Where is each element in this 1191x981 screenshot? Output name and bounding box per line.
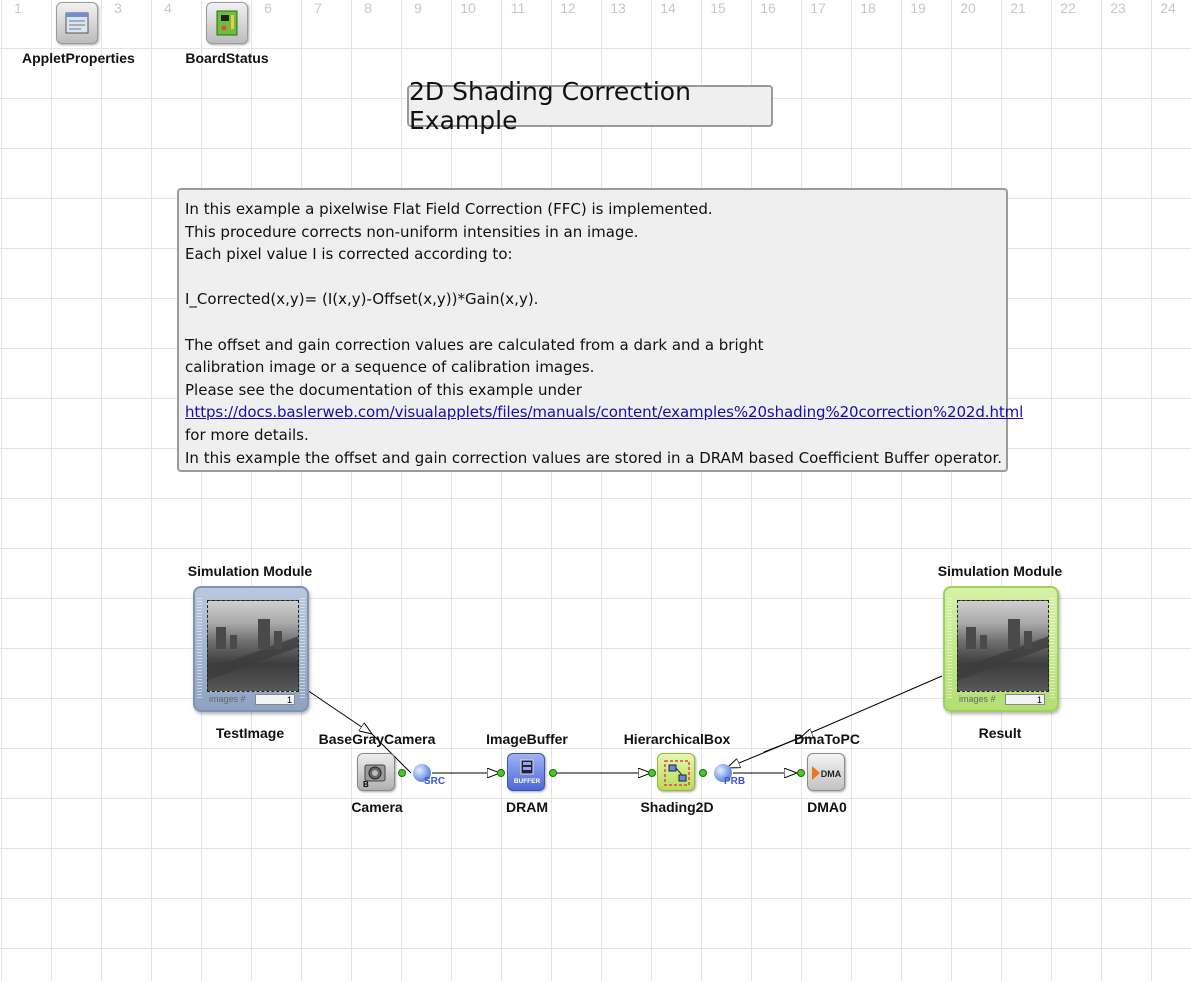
description-line: calibration image or a sequence of calib…	[185, 358, 595, 377]
ruler-number: 8	[364, 0, 372, 16]
testimage-module-type: Simulation Module	[187, 563, 313, 579]
dma-operator-name: DMA0	[807, 799, 847, 815]
ruler-number: 7	[314, 0, 322, 16]
dma-input-port[interactable]	[797, 769, 805, 777]
camera-operator-type: BaseGrayCamera	[318, 731, 436, 747]
testimage-module-name: TestImage	[215, 725, 285, 741]
result-module-type: Simulation Module	[937, 563, 1063, 579]
applet-properties-tool[interactable]: AppletProperties	[22, 2, 135, 66]
wire-testimage-camera	[306, 689, 372, 734]
wire-prb-result-arrow2	[727, 745, 781, 768]
dma-operator[interactable]: DMA	[807, 753, 845, 791]
dram-output-port[interactable]	[549, 769, 557, 777]
testimage-preview	[207, 600, 299, 692]
dma-operator-type: DmaToPC	[794, 731, 860, 747]
description-line: Each pixel value I is corrected accordin…	[185, 245, 513, 264]
ruler-number: 20	[960, 0, 976, 16]
ruler-number: 16	[760, 0, 776, 16]
ruler-number: 15	[710, 0, 726, 16]
ruler-number: 6	[264, 0, 272, 16]
board-status-label: BoardStatus	[185, 50, 269, 66]
ruler-number: 1	[14, 0, 22, 16]
src-port-icon[interactable]	[413, 764, 431, 782]
svg-text:DMA: DMA	[821, 769, 842, 779]
dram-operator[interactable]: BUFFER	[507, 753, 545, 791]
ruler-number: 3	[114, 0, 122, 16]
description-box[interactable]: In this example a pixelwise Flat Field C…	[177, 188, 1023, 472]
dma-icon: DMA	[812, 766, 842, 780]
ruler-number: 10	[460, 0, 476, 16]
description-line: I_Corrected(x,y)= (I(x,y)-Offset(x,y))*G…	[185, 290, 539, 309]
ruler-number: 9	[414, 0, 422, 16]
ruler-number: 18	[860, 0, 876, 16]
dram-operator-type: ImageBuffer	[486, 731, 568, 747]
dram-input-port[interactable]	[497, 769, 505, 777]
applet-properties-icon	[56, 2, 98, 44]
ruler-number: 24	[1160, 0, 1176, 16]
shading-operator[interactable]	[657, 753, 695, 791]
result-preview	[957, 600, 1049, 692]
description-line: Please see the documentation of this exa…	[185, 380, 582, 399]
shading-operator-type: HierarchicalBox	[623, 731, 731, 747]
ruler-number: 14	[660, 0, 676, 16]
shading-operator-name: Shading2D	[640, 799, 714, 815]
shading-input-port[interactable]	[648, 769, 656, 777]
camera-operator[interactable]: B	[357, 753, 395, 791]
documentation-link[interactable]: https://docs.baslerweb.com/visualapplets…	[185, 403, 1024, 422]
camera-operator-name: Camera	[351, 799, 403, 815]
camera-icon: B	[363, 764, 386, 789]
ruler-number: 13	[610, 0, 626, 16]
ruler-number: 22	[1060, 0, 1076, 16]
src-port-label: SRC	[424, 776, 446, 787]
description-line: This procedure corrects non-uniform inte…	[185, 222, 639, 241]
testimage-image-count: images # 1	[209, 692, 295, 706]
ruler-number: 4	[164, 0, 172, 16]
prb-port-label: PRB	[724, 776, 746, 787]
camera-output-port[interactable]	[398, 769, 406, 777]
ruler-number: 17	[810, 0, 826, 16]
result-image-count: images # 1	[959, 692, 1045, 706]
result-module[interactable]: images # 1	[943, 586, 1059, 712]
buffer-icon: BUFFER	[514, 759, 541, 785]
ruler-number: 19	[910, 0, 926, 16]
dram-operator-name: DRAM	[506, 799, 548, 815]
description-line: The offset and gain correction values ar…	[185, 335, 764, 354]
testimage-module[interactable]: images # 1	[193, 586, 309, 712]
ruler-number: 23	[1110, 0, 1126, 16]
result-module-name: Result	[978, 725, 1022, 741]
svg-text:BUFFER: BUFFER	[514, 778, 541, 785]
applet-properties-label: AppletProperties	[22, 50, 135, 66]
ruler-number: 21	[1010, 0, 1026, 16]
description-line: In this example the offset and gain corr…	[185, 448, 1003, 467]
ruler-number: 12	[560, 0, 576, 16]
shading-output-port[interactable]	[699, 769, 707, 777]
svg-text:B: B	[363, 780, 369, 789]
board-status-tool[interactable]: BoardStatus	[182, 2, 272, 66]
description-line: for more details.	[185, 425, 309, 444]
prb-port-icon[interactable]	[714, 764, 732, 782]
hierarchical-box-icon	[664, 760, 690, 786]
description-line: In this example a pixelwise Flat Field C…	[185, 200, 713, 218]
column-ruler: 123456789101112131415161718192021222324	[0, 0, 1191, 16]
board-status-icon	[206, 2, 248, 44]
ruler-number: 11	[510, 0, 526, 16]
